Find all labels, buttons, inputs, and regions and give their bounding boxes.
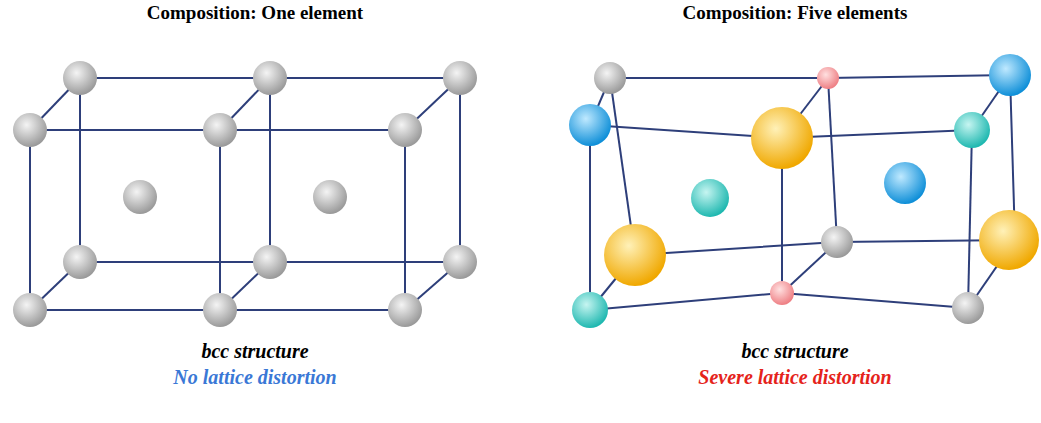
composition-heading: Composition: Five elements [683,2,908,24]
structure-label: bcc structure [741,340,848,363]
composition-heading: Composition: One element [147,2,363,24]
structure-label: bcc structure [201,340,308,363]
distortion-label: Severe lattice distortion [698,366,891,389]
distortion-label: No lattice distortion [173,366,336,389]
lattice-lines [30,75,1015,310]
atoms [13,54,1039,328]
